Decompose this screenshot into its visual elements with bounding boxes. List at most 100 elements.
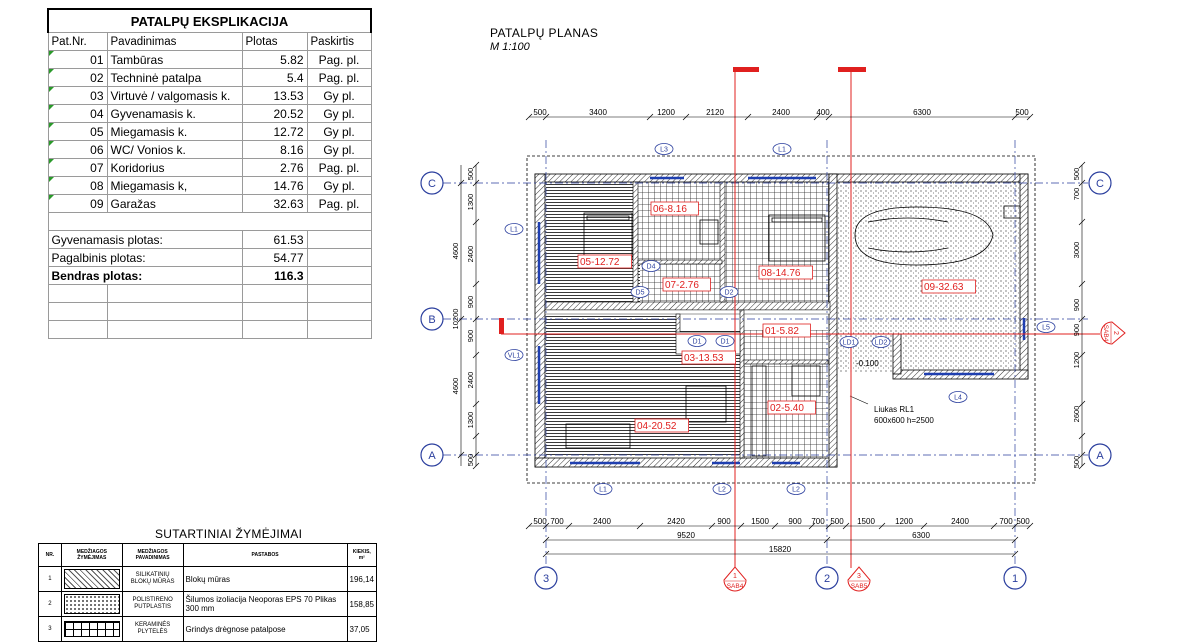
axis-col-2-label: 2: [824, 573, 830, 585]
section-sheet: SAB5: [851, 583, 868, 590]
element-tag-oval: [630, 286, 650, 298]
room-label: 06-8.16: [653, 204, 687, 215]
room-label: 04-20.52: [637, 421, 677, 432]
left-total-dimension: 4600: [451, 243, 460, 260]
right-dimension: 900: [1072, 324, 1081, 337]
legend-cell-material: SILIKATINIŲ BLOKŲ MŪRAS: [121, 566, 184, 592]
bottom-total-dimension: 6300: [912, 531, 930, 540]
schedule-cell-use: Pag. pl.: [306, 50, 372, 69]
section-sheet: SAB4: [1102, 325, 1109, 342]
element-tag: L4: [954, 395, 962, 402]
room-label: 05-12.72: [580, 257, 620, 268]
element-tag-oval: [504, 349, 524, 361]
overall-dimension: 15820: [769, 545, 792, 554]
bottom-dimension: 900: [788, 517, 802, 526]
schedule-cell-use: Pag. pl.: [306, 194, 372, 213]
element-tag: D4: [647, 264, 656, 271]
top-dimension: 2400: [772, 108, 790, 117]
axis-col-3-bubble: [534, 566, 558, 590]
left-dimension: 1300: [466, 194, 475, 211]
axis-row-c-bubble: [420, 171, 444, 195]
schedule-cell-name: Virtuvė / valgomasis k.: [106, 86, 243, 105]
bottom-dimension: 500: [1016, 517, 1030, 526]
room-schedule-table: PATALPŲ EKSPLIKACIJA Pat.Nr. Pavadinimas…: [47, 8, 372, 339]
top-dimension: 3400: [589, 108, 607, 117]
axis-row-c-label: C: [1096, 178, 1104, 190]
schedule-cell-no: 07: [47, 158, 108, 177]
bottom-dimension: 2400: [593, 517, 611, 526]
top-dimension: 500: [1015, 108, 1029, 117]
section-number: 3: [857, 573, 861, 580]
element-tag: L5: [1042, 325, 1050, 332]
element-tag: D1: [693, 339, 702, 346]
room-label-box: [762, 323, 811, 338]
axis-row-a-label: A: [1096, 450, 1104, 462]
element-tag-oval: [786, 483, 806, 495]
schedule-cell-no: 09: [47, 194, 108, 213]
room-label: 08-14.76: [761, 268, 801, 279]
room-label-box: [577, 254, 632, 269]
schedule-title: PATALPŲ EKSPLIKACIJA: [47, 8, 372, 33]
element-tag: D5: [636, 290, 645, 297]
axis-col-1-label: 1: [1012, 573, 1018, 585]
element-tag-oval: [871, 336, 891, 348]
axis-row-a-label: A: [428, 450, 436, 462]
schedule-cell-name: Miegamasis k,: [106, 176, 243, 195]
room-label-box: [634, 418, 689, 433]
element-tag-oval: [641, 260, 661, 272]
legend-pattern-swatch: [63, 569, 120, 589]
section-number: 2: [1112, 331, 1119, 335]
room-label-box: [662, 277, 711, 292]
axis-col-1-bubble: [1003, 566, 1027, 590]
legend-title: SUTARTINIAI ŽYMĖJIMAI: [155, 527, 303, 541]
bottom-dimension: 1200: [895, 517, 913, 526]
right-dimension: 2600: [1072, 406, 1081, 423]
legend-cell-material: POLISTIRENO PUTPLASTIS: [121, 591, 184, 617]
axis-col-2-bubble: [815, 566, 839, 590]
element-tag-oval: [593, 483, 613, 495]
element-tag-oval: [948, 391, 968, 403]
element-tag-oval: [715, 335, 735, 347]
section-sheet: SAB4: [727, 583, 744, 590]
bottom-total-dimension: 9520: [677, 531, 695, 540]
bottom-dimension: 700: [999, 517, 1013, 526]
element-tag: D2: [725, 290, 734, 297]
hatch-note-size: 600x600 h=2500: [874, 416, 934, 425]
left-dimension: 900: [466, 330, 475, 343]
axis-row-c-bubble: [1088, 171, 1112, 195]
right-dimension: 1200: [1072, 352, 1081, 369]
room-label: 09-32.63: [924, 282, 964, 293]
element-tag: VL1: [508, 353, 521, 360]
schedule-cell-name: Garažas: [106, 194, 243, 213]
room-label-box: [767, 400, 816, 415]
schedule-cell-area: 2.76: [241, 158, 308, 177]
schedule-cell-area: 5.82: [241, 50, 308, 69]
bottom-dimension: 500: [533, 517, 547, 526]
level-mark: -0.100: [856, 359, 879, 368]
element-tag-oval: [687, 335, 707, 347]
bottom-dimension: 1500: [751, 517, 769, 526]
totals-row-total: Bendras plotas: 116.3: [47, 266, 372, 285]
plan-title: PATALPŲ PLANAS: [490, 26, 599, 40]
element-tag-oval: [1036, 321, 1056, 333]
legend-cell-pattern: [60, 566, 123, 592]
bottom-dimension: 2420: [667, 517, 685, 526]
top-dimension: 500: [533, 108, 547, 117]
axis-row-b-label: B: [428, 314, 435, 326]
right-dimension: 500: [1072, 456, 1081, 469]
bottom-dimension: 1500: [857, 517, 875, 526]
room-label-box: [650, 201, 699, 216]
schedule-cell-area: 32.63: [241, 194, 308, 213]
schedule-cell-area: 8.16: [241, 140, 308, 159]
element-tag: L1: [510, 227, 518, 234]
bottom-dimension: 700: [550, 517, 564, 526]
